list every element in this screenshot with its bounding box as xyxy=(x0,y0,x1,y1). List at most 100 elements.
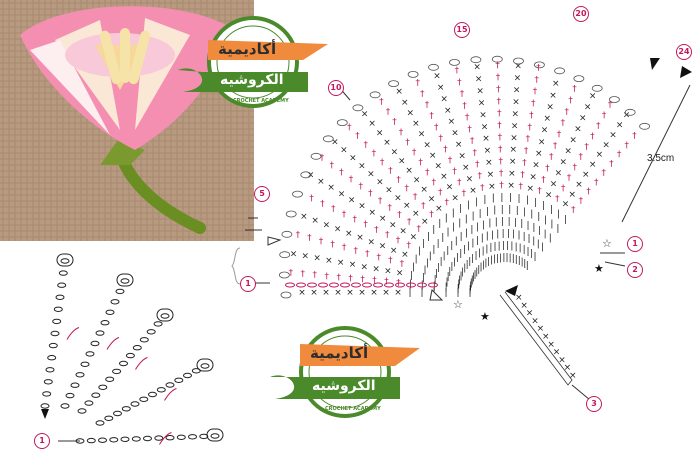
measure-label: 3.5cm xyxy=(647,153,675,164)
single-crochet-stitch: × xyxy=(395,87,403,97)
chain-stitch xyxy=(42,391,52,397)
chain-stitch xyxy=(285,282,295,288)
chain-loop xyxy=(624,108,636,116)
double-crochet-stitch: | xyxy=(435,269,438,279)
double-crochet-stitch: † xyxy=(524,147,529,157)
double-crochet-stitch: | xyxy=(475,267,478,277)
single-crochet-stitch: × xyxy=(510,133,518,143)
single-crochet-stitch: × xyxy=(544,114,552,124)
double-crochet-stitch: † xyxy=(443,145,448,155)
single-crochet-stitch: | xyxy=(495,218,498,228)
chain-loop xyxy=(554,67,565,75)
single-crochet-stitch: × xyxy=(356,233,364,243)
chain-stitch xyxy=(199,433,209,440)
single-crochet-stitch: × xyxy=(345,229,353,239)
double-crochet-stitch: † xyxy=(527,123,532,133)
chain-stitch xyxy=(40,403,50,409)
chain-stitch xyxy=(48,342,58,349)
single-crochet-stitch: | xyxy=(482,246,485,256)
double-crochet-stitch: † xyxy=(405,138,410,148)
single-crochet-stitch: × xyxy=(389,220,397,230)
double-crochet-stitch: † xyxy=(355,132,360,142)
single-crochet-stitch: | xyxy=(544,229,547,239)
star-outline-icon: ☆ xyxy=(602,237,612,250)
chain-stitch xyxy=(85,351,95,357)
single-crochet-stitch: × xyxy=(358,288,366,298)
single-crochet-stitch: | xyxy=(422,239,425,249)
single-crochet-stitch: | xyxy=(537,239,540,249)
double-crochet-stitch: | xyxy=(556,224,559,234)
double-crochet-stitch: † xyxy=(358,182,363,192)
single-crochet-stitch: × xyxy=(325,256,333,266)
single-crochet-stitch: | xyxy=(512,254,515,264)
single-crochet-stitch: | xyxy=(459,204,462,214)
double-crochet-stitch: † xyxy=(498,145,503,155)
single-crochet-stitch: × xyxy=(394,288,402,298)
single-crochet-stitch: × xyxy=(433,71,441,81)
arrow-icon xyxy=(164,388,177,401)
chain-stitch xyxy=(132,345,142,351)
double-crochet-stitch: † xyxy=(535,75,540,85)
single-crochet-stitch: × xyxy=(560,157,568,167)
single-crochet-stitch: | xyxy=(537,212,540,222)
academy-logo-top: أكاديمية الكروشيه CROCHET ACADEMY xyxy=(178,12,328,112)
single-crochet-stitch: | xyxy=(507,229,510,239)
double-crochet-stitch: | xyxy=(502,229,505,239)
single-crochet-stitch: × xyxy=(401,250,409,260)
row-brace xyxy=(231,247,241,285)
single-crochet-stitch: × xyxy=(435,162,443,172)
single-crochet-stitch: | xyxy=(443,251,446,261)
double-crochet-stitch: † xyxy=(412,148,417,158)
double-crochet-stitch: † xyxy=(384,277,389,287)
single-crochet-stitch: | xyxy=(470,225,473,235)
single-crochet-stitch: | xyxy=(459,271,462,281)
chain-stitch xyxy=(98,384,108,391)
double-crochet-stitch: † xyxy=(331,205,336,215)
double-crochet-stitch: † xyxy=(594,178,599,188)
chain-stitch xyxy=(139,337,149,343)
single-crochet-stitch: × xyxy=(579,114,587,124)
double-crochet-stitch: † xyxy=(448,156,453,166)
single-crochet-stitch: | xyxy=(448,267,451,277)
single-crochet-stitch: × xyxy=(346,288,354,298)
chain-stitch xyxy=(109,437,119,443)
triangle-marker-icon xyxy=(41,409,49,419)
single-crochet-stitch: | xyxy=(508,205,511,215)
single-crochet-stitch: × xyxy=(317,177,325,187)
chain-loop xyxy=(56,253,74,267)
chain-stitch xyxy=(95,420,105,426)
chain-stitch xyxy=(384,282,394,288)
double-crochet-stitch: † xyxy=(472,148,477,158)
chain-loop xyxy=(449,59,460,66)
single-crochet-stitch: | xyxy=(453,258,456,268)
single-crochet-stitch: | xyxy=(460,232,463,242)
single-crochet-stitch: × xyxy=(531,316,539,326)
double-crochet-stitch: † xyxy=(578,153,583,163)
single-crochet-stitch: × xyxy=(512,109,520,119)
single-crochet-stitch: × xyxy=(511,121,519,131)
double-crochet-stitch: † xyxy=(439,134,444,144)
single-crochet-stitch: × xyxy=(451,129,459,139)
single-crochet-stitch: × xyxy=(473,63,481,73)
triangle-marker-icon xyxy=(267,236,282,246)
single-crochet-stitch: × xyxy=(589,92,597,102)
double-crochet-stitch: † xyxy=(405,184,410,194)
single-crochet-stitch: × xyxy=(376,177,384,187)
double-crochet-stitch: † xyxy=(296,230,301,240)
single-crochet-stitch: × xyxy=(507,181,515,191)
double-crochet-stitch: | xyxy=(461,268,464,278)
double-crochet-stitch: † xyxy=(541,175,546,185)
chain-loop xyxy=(573,75,585,82)
single-crochet-stitch: | xyxy=(410,271,413,281)
single-crochet-stitch: | xyxy=(432,245,435,255)
chain-stitch xyxy=(160,313,170,319)
double-crochet-stitch: | xyxy=(500,193,503,203)
chain-stitch xyxy=(329,282,339,288)
chain-stitch xyxy=(110,299,120,305)
double-crochet-stitch: | xyxy=(472,273,475,283)
chain-stitch xyxy=(200,363,210,369)
chain-stitch xyxy=(154,435,164,441)
single-crochet-stitch: × xyxy=(420,185,428,195)
double-crochet-stitch: † xyxy=(602,169,607,179)
